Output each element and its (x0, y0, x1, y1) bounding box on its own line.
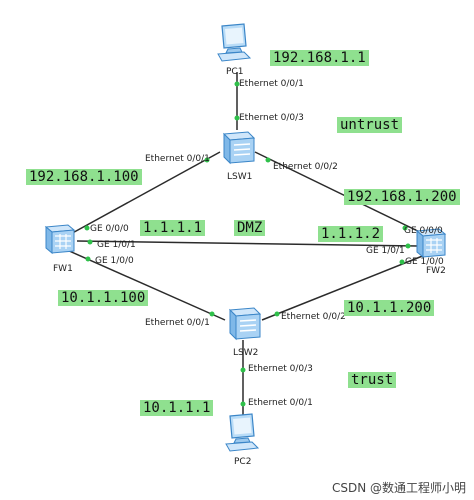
port-label-lsw1-e003: Ethernet 0/0/3 (239, 113, 304, 123)
link-fw2-lsw2 (261, 254, 426, 321)
zone-tag-trust: trust (348, 372, 397, 388)
port-label-fw1-ge100: GE 1/0/0 (95, 256, 134, 266)
switch-icon[interactable] (218, 130, 258, 166)
zone-tag-untrust: untrust (337, 117, 403, 133)
port-dot-fw2-ge000 (402, 225, 408, 231)
port-label-pc2-e001: Ethernet 0/0/1 (248, 398, 313, 408)
port-label-fw1-ge101: GE 1/0/1 (97, 240, 136, 250)
port-dot-fw2-ge101 (405, 243, 411, 249)
port-dot-fw2-ge100 (399, 259, 405, 265)
port-dot-lsw1-e001 (204, 157, 210, 163)
link-fw1-fw2 (76, 240, 419, 247)
port-dot-lsw1-e003 (234, 115, 240, 121)
ip-tag-fw1-dmz: 1.1.1.1 (140, 220, 206, 236)
firewall-icon[interactable] (413, 226, 449, 260)
link-lsw1-fw1 (66, 151, 221, 237)
device-label-lsw2: LSW2 (233, 348, 259, 358)
port-label-lsw2-e002: Ethernet 0/0/2 (281, 312, 346, 322)
port-dot-lsw2-e003 (240, 367, 246, 373)
ip-tag-fw2-down: 10.1.1.200 (344, 300, 435, 316)
port-dot-fw1-ge000 (84, 225, 90, 231)
pc-icon[interactable] (222, 412, 262, 454)
port-label-fw2-ge100: GE 1/0/0 (405, 257, 444, 267)
device-label-fw1: FW1 (53, 264, 73, 274)
port-label-lsw1-e002: Ethernet 0/0/2 (273, 162, 338, 172)
port-dot-lsw2-e002 (274, 311, 280, 317)
firewall-icon[interactable] (42, 222, 78, 256)
port-label-pc1-e001: Ethernet 0/0/1 (239, 79, 304, 89)
port-label-fw1-ge000: GE 0/0/0 (90, 224, 129, 234)
port-dot-fw1-ge101 (87, 239, 93, 245)
watermark: CSDN @数通工程师小明 (331, 481, 466, 495)
ip-tag-fw1-down: 10.1.1.100 (58, 290, 149, 306)
device-label-fw2: FW2 (426, 266, 446, 276)
ip-tag-pc1: 192.168.1.1 (270, 50, 369, 66)
ip-tag-fw1-up: 192.168.1.100 (26, 169, 142, 185)
port-dot-lsw1-e002 (265, 157, 271, 163)
port-label-lsw2-e003: Ethernet 0/0/3 (248, 364, 313, 374)
port-dot-fw1-ge100 (85, 256, 91, 262)
link-fw1-lsw2 (66, 249, 226, 321)
port-label-lsw2-e001: Ethernet 0/0/1 (145, 318, 210, 328)
zone-tag-dmz: DMZ (234, 220, 266, 236)
device-label-pc1: PC1 (226, 67, 244, 77)
switch-icon[interactable] (224, 306, 264, 342)
port-dot-pc2-e001 (240, 401, 246, 407)
port-label-lsw1-e001: Ethernet 0/0/1 (145, 154, 210, 164)
link-lsw1-fw2 (254, 151, 429, 237)
port-dot-lsw2-e001 (209, 311, 215, 317)
device-label-pc2: PC2 (234, 457, 252, 467)
ip-tag-pc2: 10.1.1.1 (140, 400, 214, 416)
port-label-fw2-ge101: GE 1/0/1 (366, 246, 405, 256)
ip-tag-fw2-up: 192.168.1.200 (344, 189, 460, 205)
port-label-fw2-ge000: GE 0/0/0 (404, 226, 443, 236)
pc-icon[interactable] (214, 22, 254, 64)
device-label-lsw1: LSW1 (227, 172, 253, 182)
port-dot-pc1-e001 (234, 81, 240, 87)
ip-tag-fw2-dmz: 1.1.1.2 (318, 226, 384, 242)
